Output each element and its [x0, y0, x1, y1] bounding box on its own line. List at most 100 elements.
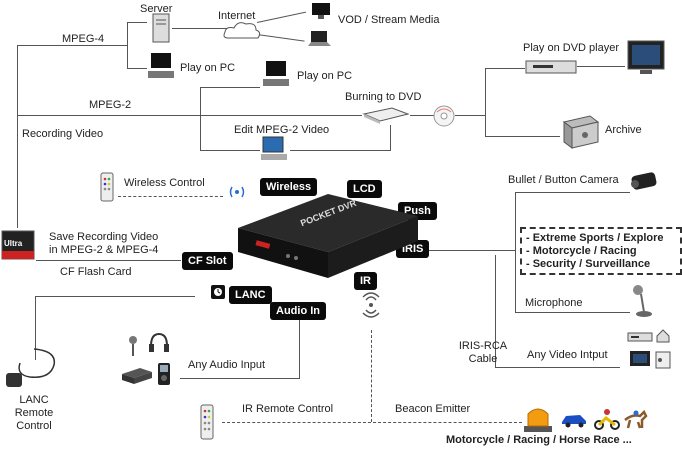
burning-dvd-label: Burning to DVD	[345, 91, 422, 103]
play-pc2-link	[200, 87, 260, 88]
lcd-tag: LCD	[347, 180, 382, 198]
lanc-remote-label-3: Control	[16, 420, 52, 432]
ir-remote-label: IR Remote Control	[242, 403, 334, 415]
dvd-disc-icon	[433, 105, 455, 127]
game-console-icon	[655, 351, 671, 369]
disc-trunk-link	[455, 115, 485, 116]
save-recording-label-2: in MPEG-2 & MPEG-4	[49, 244, 159, 256]
recording-video-trunk	[17, 45, 18, 228]
mpeg2-label: MPEG-2	[89, 99, 132, 111]
applications-box: - Extreme Sports / Explore - Motorcycle …	[520, 227, 682, 275]
internet-laptop-link	[256, 34, 305, 42]
mp3-player-icon	[158, 363, 170, 385]
ir-sensor-icon	[362, 292, 380, 318]
mpeg4-line	[17, 45, 127, 46]
wireless-dashed	[118, 196, 223, 197]
dvd-burner-icon	[362, 107, 410, 124]
play-pc-1-label: Play on PC	[180, 62, 236, 74]
archive-label: Archive	[605, 124, 642, 136]
archive-link	[485, 136, 560, 137]
audio-vertical	[299, 318, 300, 378]
ir-tag: IR	[354, 272, 377, 290]
lanc-remote-label-2: Remote	[14, 407, 54, 419]
clock-icon	[211, 285, 225, 299]
mpeg4-branch	[127, 22, 128, 68]
pocket-dvr-device	[238, 194, 418, 278]
application-item: - Motorcycle / Racing	[526, 245, 637, 257]
server-icon	[152, 13, 170, 43]
wireless-signal-icon	[229, 186, 245, 198]
microphone-icon	[633, 285, 652, 317]
cloud-icon	[223, 22, 261, 39]
safe-icon	[562, 115, 600, 149]
headphones-icon	[149, 332, 169, 352]
play-pc-2-label: Play on PC	[297, 70, 353, 82]
play-pc1-link	[127, 68, 147, 69]
beacon-icon	[524, 408, 552, 432]
wireless-tag: Wireless	[260, 178, 318, 196]
dvd-player-icon	[525, 60, 577, 74]
horse-icon	[624, 409, 648, 429]
microphone-small-icon	[129, 336, 137, 356]
server-label: Server	[140, 3, 173, 15]
pc-icon	[148, 53, 174, 78]
camera-link	[515, 192, 630, 193]
server-internet-link	[172, 28, 227, 29]
audio-recorder-icon	[122, 368, 152, 384]
mpeg2-line	[17, 115, 362, 116]
microphone-link	[515, 312, 630, 313]
cf-card-icon	[1, 230, 35, 260]
edit-branch	[200, 87, 201, 150]
lanc-remote-label-1: LANC	[19, 394, 49, 406]
small-tv-icon	[630, 351, 650, 366]
application-item: - Extreme Sports / Explore	[526, 232, 664, 244]
save-recording-label-1: Save Recording Video	[49, 231, 159, 243]
edit-mpeg2-label: Edit MPEG-2 Video	[234, 124, 330, 136]
lanc-line	[35, 296, 195, 297]
server-link	[127, 22, 147, 23]
beacon-label: Beacon Emitter	[395, 403, 471, 415]
mpeg4-label: MPEG-4	[62, 33, 105, 45]
ir-dashed	[222, 422, 522, 423]
dvd-right-branch	[485, 68, 486, 136]
cf-card-link	[36, 260, 181, 261]
iris-link	[428, 250, 515, 251]
motorcycle-icon	[594, 409, 620, 430]
edit-link	[200, 150, 260, 151]
rca-vertical	[495, 255, 496, 367]
lanc-vertical	[35, 296, 36, 360]
iris-trunk	[515, 192, 516, 312]
bullet-camera-icon	[631, 172, 657, 190]
cf-flash-label: CF Flash Card	[60, 266, 132, 278]
cf-slot-tag: CF Slot	[182, 252, 233, 270]
audio-line	[180, 378, 300, 379]
iris-rca-label-1: IRIS-RCA	[458, 340, 508, 352]
dvd-tv-link	[577, 66, 625, 67]
edit-pc-icon	[261, 136, 287, 160]
motorcycle-race-label: Motorcycle / Racing / Horse Race ...	[446, 434, 632, 446]
iris-rca-label-2: Cable	[468, 353, 498, 365]
edit-dvd-vertical	[390, 125, 391, 151]
play-dvd-label: Play on DVD player	[523, 42, 619, 54]
ir-dashed-vertical	[371, 330, 372, 422]
any-video-link	[495, 367, 620, 368]
cf-card-brand: Ultra	[4, 239, 23, 248]
internet-vod-link	[256, 11, 307, 23]
vod-label: VOD / Stream Media	[338, 14, 440, 26]
car-icon	[562, 415, 586, 428]
lanc-remote-icon	[6, 348, 56, 387]
audio-in-tag: Audio In	[270, 302, 326, 320]
camera-house-icon	[656, 329, 670, 343]
any-audio-label: Any Audio Input	[188, 359, 266, 371]
bullet-camera-label: Bullet / Button Camera	[508, 174, 619, 186]
laptop-icon	[308, 31, 331, 46]
remote-icon	[100, 172, 114, 202]
pc-icon	[263, 61, 289, 86]
dvd-player-link	[485, 68, 525, 69]
internet-label: Internet	[218, 10, 256, 22]
application-item: - Security / Surveillance	[526, 258, 651, 270]
monitor-icon	[312, 3, 330, 19]
wireless-control-label: Wireless Control	[124, 177, 205, 189]
ir-remote-icon	[200, 404, 214, 440]
microphone-label: Microphone	[525, 297, 583, 309]
